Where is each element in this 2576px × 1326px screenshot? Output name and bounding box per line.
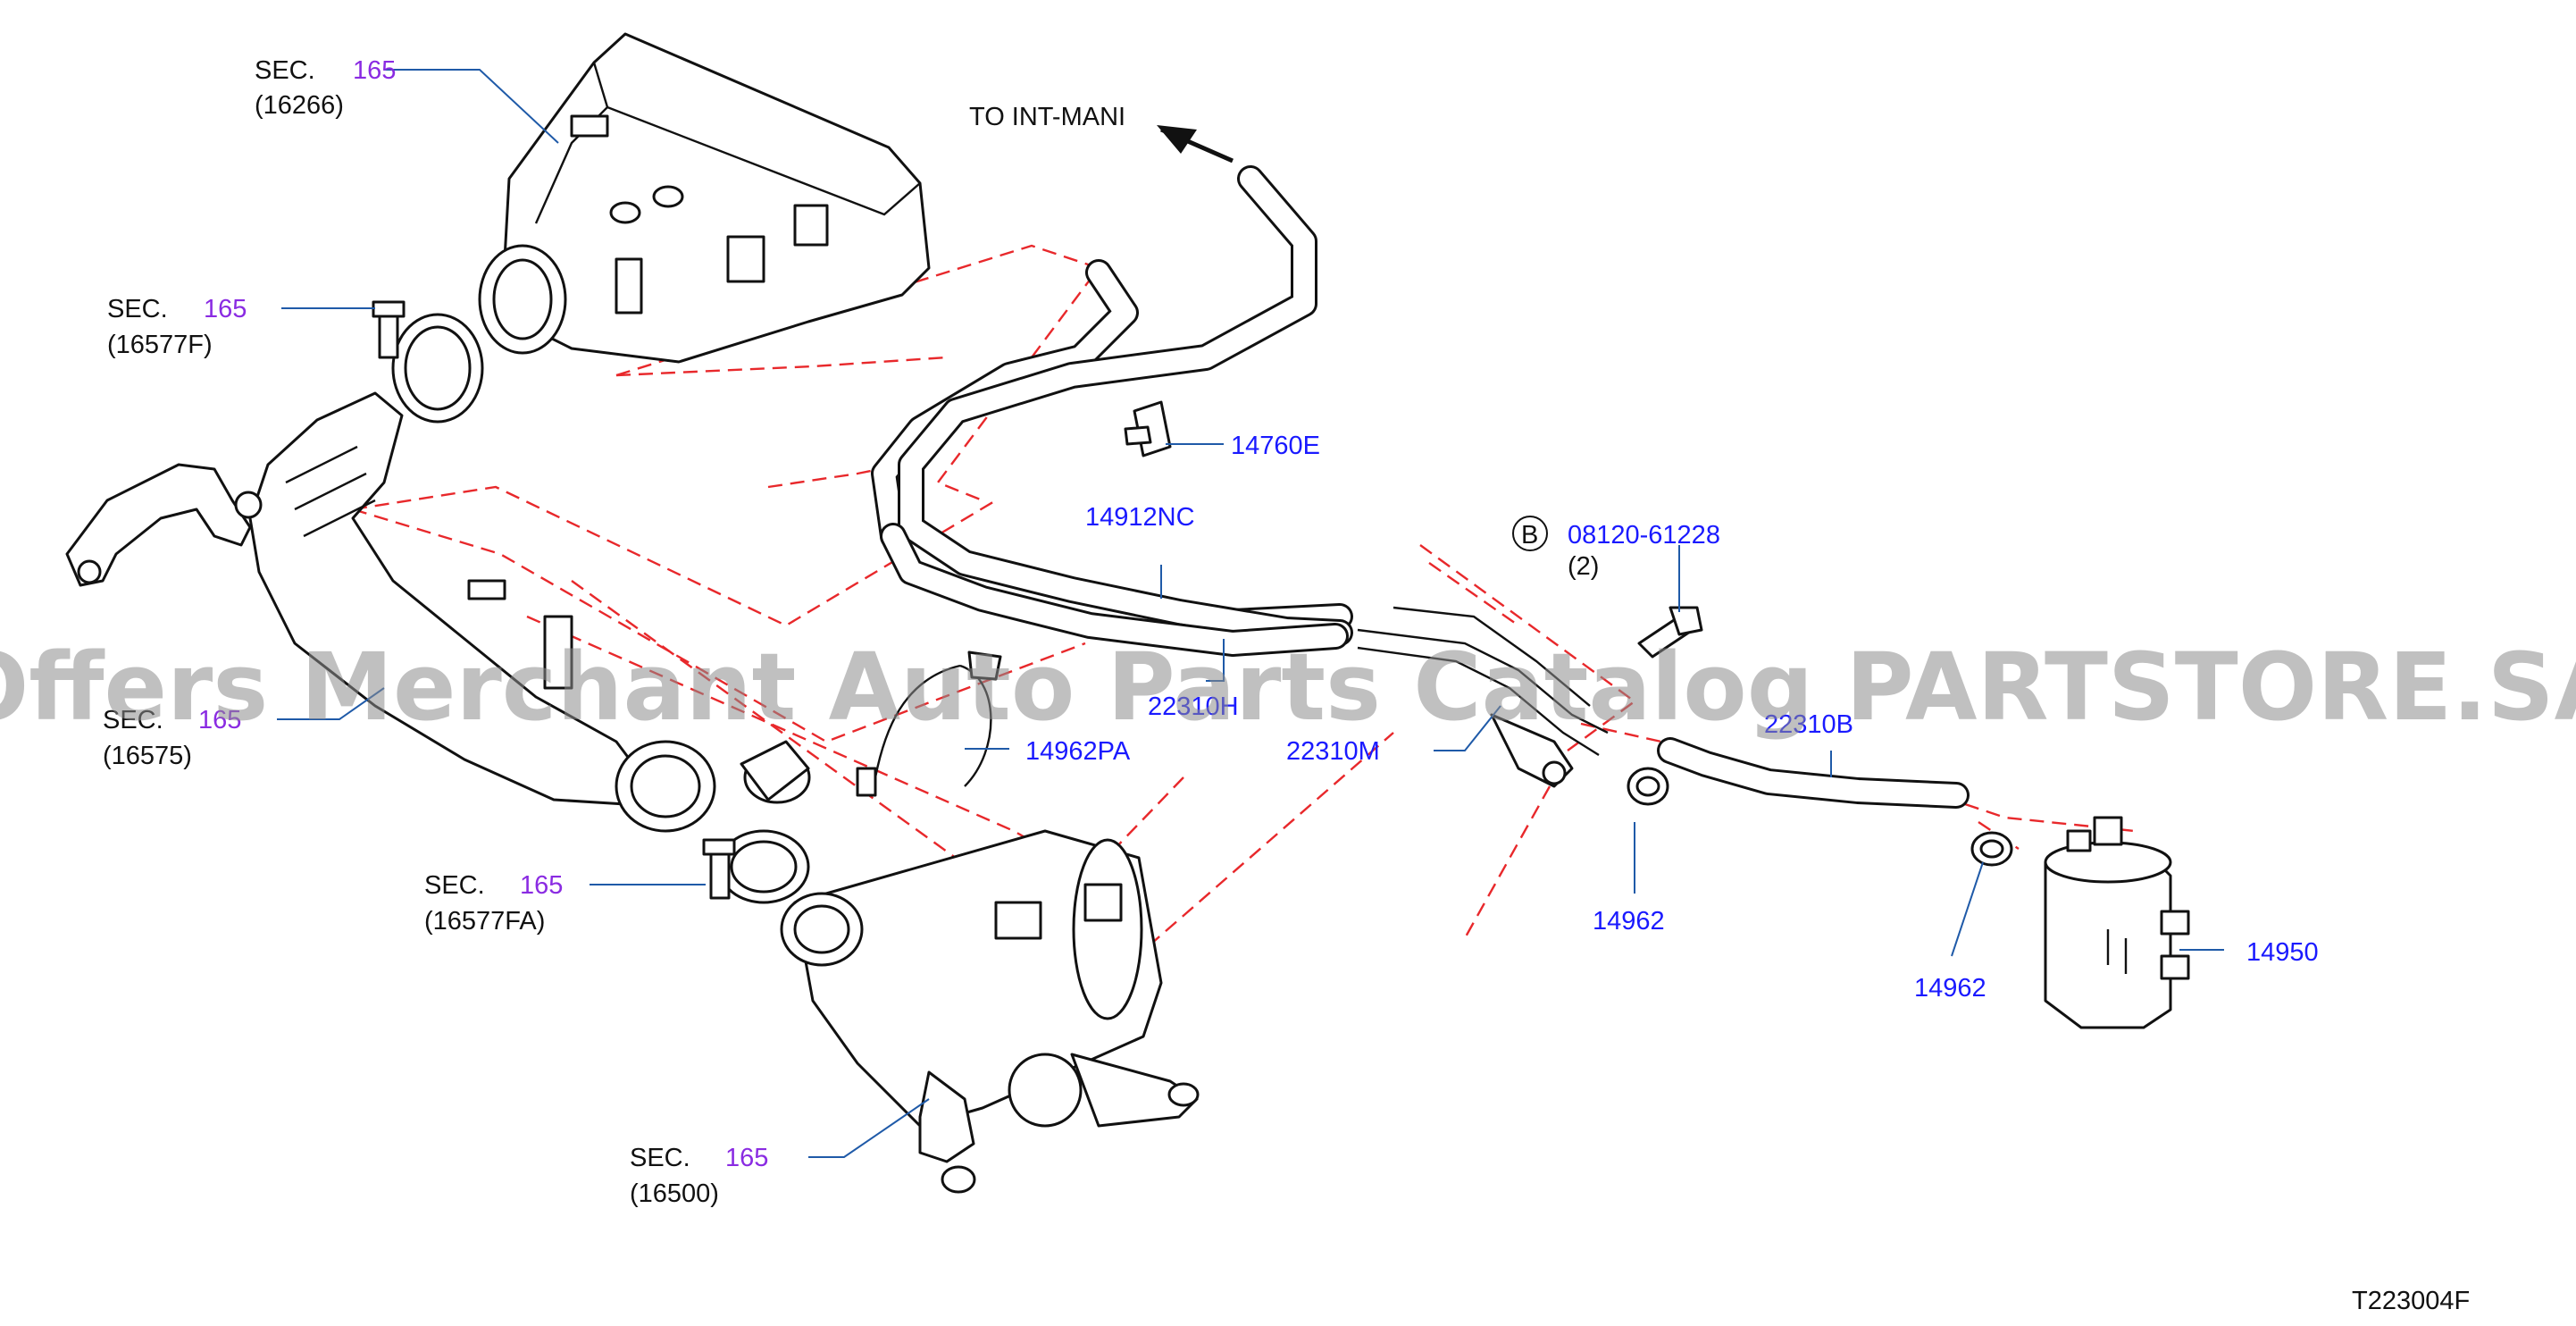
clamp-14962-a: [1627, 767, 1669, 806]
bolt-08120-61228: [1637, 606, 1703, 659]
hose-22310H-lower: [880, 523, 1349, 657]
sec-ref: (16577F): [107, 331, 213, 359]
part-label-22310B: 22310B: [1764, 710, 1853, 739]
air-duct-16575: [248, 391, 811, 833]
mounting-bracket: [65, 463, 263, 587]
resonator-16266: [478, 32, 931, 364]
part-label-14962-a: 14962: [1593, 907, 1665, 936]
sec-prefix: SEC.: [255, 56, 315, 85]
part-label-08120-61228: 08120-61228: [1568, 521, 1720, 550]
clamp-14962-b: [1970, 831, 2013, 867]
callout-circle: [1512, 516, 1548, 551]
direction-note: TO INT-MANI: [969, 103, 1125, 131]
sec-number: 165: [204, 295, 247, 323]
sec-label-16575: SEC. 165 (16575): [103, 706, 241, 770]
arrow-to-int-mani: [1157, 125, 1234, 164]
part-label-14760E: 14760E: [1231, 432, 1320, 460]
part-label-22310H: 22310H: [1148, 692, 1239, 721]
diagram-code: T223004F: [2352, 1287, 2470, 1315]
sec-ref: (16577FA): [424, 907, 545, 936]
hose-22310H: [898, 165, 1353, 646]
callout-symbol: B: [1521, 521, 1538, 550]
part-label-14950: 14950: [2246, 938, 2319, 967]
sec-ref: (16575): [103, 742, 192, 770]
sec-number: 165: [520, 871, 563, 900]
part-label-14962PA: 14962PA: [1025, 737, 1131, 766]
sec-number: 165: [353, 56, 396, 85]
sec-label-16577F: SEC. 165 (16577F): [107, 295, 247, 359]
part-qty: (2): [1568, 552, 1599, 581]
sec-prefix: SEC.: [630, 1144, 690, 1172]
clip-14760E: [1124, 400, 1172, 457]
air-cleaner-16500: [780, 829, 1200, 1194]
clamp-16577FA: [702, 829, 810, 904]
watermark: Offers Merchant Auto Parts Catalog PARTS…: [0, 633, 2576, 742]
sec-number: 165: [198, 706, 241, 734]
tube-22310M: [1357, 606, 1609, 788]
leader-lines: [277, 69, 2224, 1158]
sec-ref: (16500): [630, 1179, 719, 1208]
clamp-16577F: [372, 300, 484, 424]
sec-label-16266: SEC. 165 (16266): [255, 56, 396, 120]
sec-prefix: SEC.: [103, 706, 163, 734]
sec-prefix: SEC.: [424, 871, 485, 900]
sec-label-16577FA: SEC. 165 (16577FA): [424, 871, 563, 936]
canister-14950: [2044, 816, 2190, 1029]
sec-prefix: SEC.: [107, 295, 168, 323]
sec-number: 165: [725, 1144, 768, 1172]
bolt-callout: B 08120-61228 (2): [1512, 516, 1720, 581]
part-label-22310M: 22310M: [1286, 737, 1380, 766]
sec-label-16500: SEC. 165 (16500): [630, 1144, 768, 1208]
sec-ref: (16266): [255, 91, 344, 120]
part-label-14912NC: 14912NC: [1085, 503, 1195, 532]
hose-22310B: [1657, 737, 1970, 809]
part-label-14962-b: 14962: [1914, 974, 1986, 1003]
clamp-14962PA: [856, 650, 1002, 797]
